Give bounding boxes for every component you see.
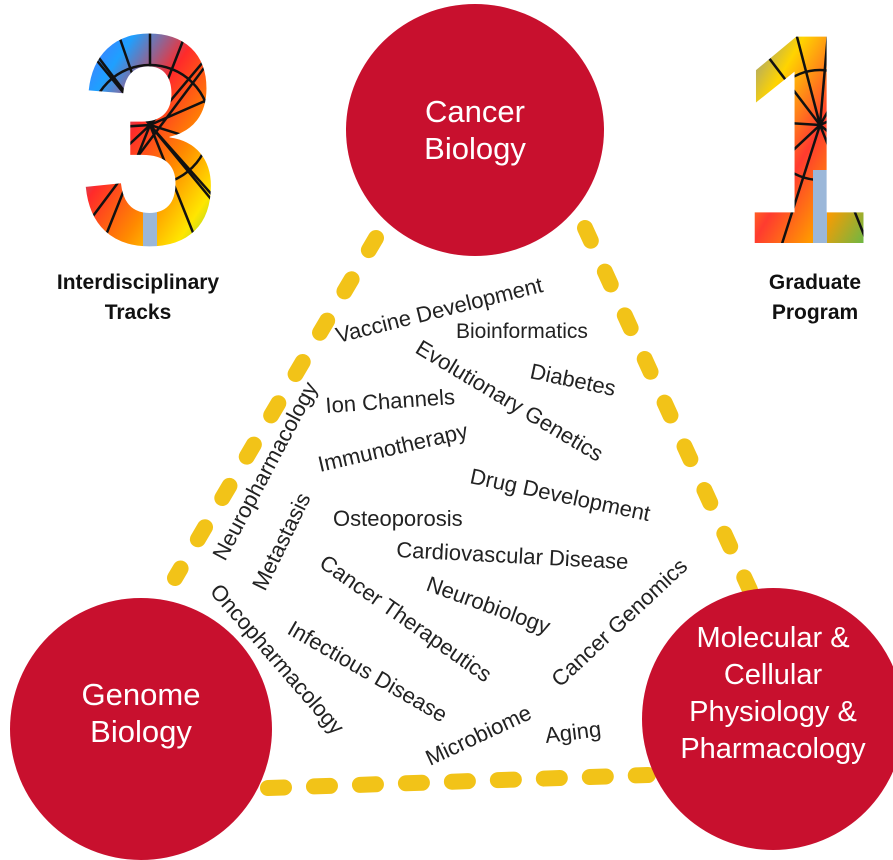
topic-words: Vaccine Development Bioinformatics Diabe…	[205, 272, 692, 770]
track-name-line: Cancer	[425, 94, 525, 129]
track-name-line: Genome	[81, 677, 201, 712]
tracks-label: Interdisciplinary Tracks	[28, 268, 248, 328]
track-name-line: Biology	[90, 714, 192, 749]
track-name-line: Molecular &	[696, 622, 850, 654]
triangle-edge-right	[577, 220, 758, 598]
topic-bioinformatics: Bioinformatics	[456, 320, 588, 343]
program-label-line1: Graduate	[768, 271, 862, 294]
topic-neuropharmacology: Neuropharmacology	[207, 378, 322, 565]
triangle-edge-left	[167, 230, 384, 586]
topic-ion-channels: Ion Channels	[325, 384, 456, 418]
topic-osteoporosis: Osteoporosis	[333, 506, 463, 531]
track-circle-cancer-biology: Cancer Biology	[346, 4, 604, 256]
topic-cardiovascular-disease: Cardiovascular Disease	[396, 537, 629, 574]
track-circle-genome-biology: Genome Biology	[10, 598, 272, 860]
number-three-graphic	[80, 9, 220, 251]
tracks-label-line1: Interdisciplinary	[56, 271, 220, 294]
topic-diabetes: Diabetes	[528, 358, 618, 401]
triangle-edge-bottom	[260, 767, 656, 796]
topic-immunotherapy: Immunotherapy	[316, 418, 471, 477]
track-name-line: Pharmacology	[680, 733, 866, 765]
track-name-line: Physiology &	[689, 696, 857, 728]
tracks-diagram: 3 1	[80, 9, 870, 796]
track-name-line: Biology	[424, 131, 526, 166]
track-circle-mcpp: Molecular & Cellular Physiology & Pharma…	[642, 588, 893, 850]
tracks-label-line2: Tracks	[104, 301, 172, 324]
dashed-triangle	[167, 220, 758, 796]
program-label: Graduate Program	[745, 268, 885, 328]
topic-aging: Aging	[544, 716, 603, 748]
number-one-graphic	[740, 9, 870, 251]
program-label-line2: Program	[771, 301, 859, 324]
topic-drug-development: Drug Development	[468, 463, 653, 526]
track-name-line: Cellular	[723, 659, 823, 691]
